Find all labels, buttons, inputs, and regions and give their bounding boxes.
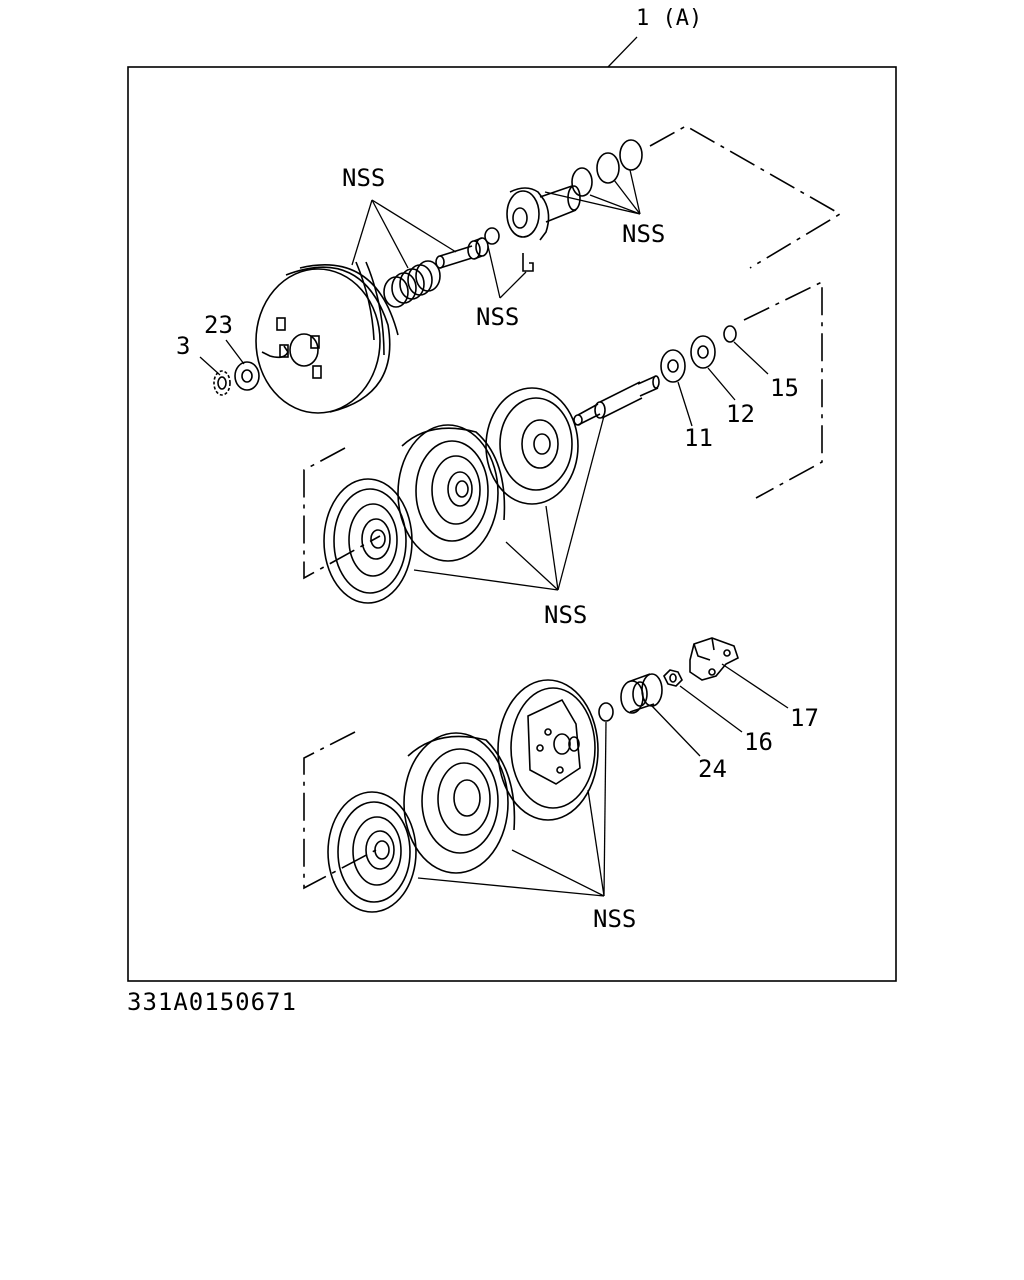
- label-nss-bottom-group: NSS: [593, 905, 636, 933]
- washer-15: [723, 325, 737, 343]
- label-17: 17: [790, 704, 819, 732]
- label-3: 3: [176, 332, 190, 360]
- leader-nss-oring1: [589, 194, 641, 215]
- leader-nss-shaft: [557, 415, 605, 591]
- leader-nss-plate: [413, 569, 559, 591]
- leader-15: [733, 341, 769, 375]
- label-16: 16: [744, 728, 773, 756]
- label-nss-top-right: NSS: [622, 220, 665, 248]
- label-nss-top-left: NSS: [342, 164, 385, 192]
- boundary-mid-left: [303, 447, 381, 580]
- bearing-12: [690, 335, 716, 369]
- washer-23: [234, 361, 260, 391]
- nut-16: [663, 669, 683, 687]
- leader-nss-rotor-2: [511, 849, 605, 897]
- label-nss-mid: NSS: [476, 303, 519, 331]
- o-ring-3: [619, 139, 643, 171]
- assembly-label: 1 (A): [636, 6, 702, 31]
- hub-shaft: [506, 185, 581, 241]
- label-12: 12: [726, 400, 755, 428]
- lock-washer-3: [213, 370, 231, 396]
- leader-nss-oring3: [629, 169, 641, 215]
- bracket-17: [689, 637, 739, 681]
- coil-spring: [383, 260, 441, 308]
- leader-11: [677, 381, 693, 427]
- label-11: 11: [684, 424, 713, 452]
- leader-nss-coil: [545, 505, 559, 591]
- leader-23: [225, 339, 245, 365]
- drawing-code: 331A0150671: [127, 988, 297, 1016]
- leader-nss-bolt: [371, 199, 457, 253]
- boundary-mid-right: [743, 280, 823, 499]
- clutch-plate-front-2: [327, 791, 417, 913]
- leader-17: [721, 663, 789, 709]
- leader-nss-oring2: [613, 179, 641, 215]
- rotor-pulley: [397, 424, 506, 562]
- center-shaft: [573, 375, 660, 426]
- leader-nss-spring: [371, 199, 409, 269]
- bearing-11: [660, 349, 686, 383]
- assembly-frame: [127, 66, 897, 982]
- label-15: 15: [770, 374, 799, 402]
- c-clip: [261, 345, 289, 359]
- leader-3: [199, 356, 221, 376]
- leader-nss-hub: [544, 191, 641, 215]
- leader-nss-plate-2: [417, 877, 605, 897]
- field-coil: [485, 387, 579, 505]
- o-ring-2: [596, 152, 620, 184]
- pressure-plate: [497, 679, 599, 821]
- pin-bolt: [435, 237, 489, 269]
- boundary-top-right: [649, 125, 842, 269]
- small-ring-2: [598, 702, 614, 722]
- clutch-pulley: [255, 261, 399, 414]
- label-24: 24: [698, 755, 727, 783]
- label-nss-pulley-group: NSS: [544, 601, 587, 629]
- o-ring-1: [571, 167, 593, 197]
- label-23: 23: [204, 311, 233, 339]
- small-ring: [484, 227, 500, 245]
- leader-nss-rotor: [505, 541, 559, 591]
- leader-nss-ring: [487, 245, 501, 299]
- bushing-24: [620, 673, 663, 714]
- leader-12: [707, 367, 736, 401]
- leader-nss-ring-2: [603, 721, 607, 897]
- woodruff-key: [522, 253, 534, 272]
- leader-16: [679, 685, 743, 733]
- leader-nss-pulley: [351, 199, 373, 266]
- leader-nss-pressure: [587, 789, 605, 897]
- leader-nss-key: [499, 271, 527, 299]
- rotor-pulley-2: [403, 732, 516, 874]
- leader-24: [651, 705, 701, 757]
- assembly-leader: [607, 36, 638, 68]
